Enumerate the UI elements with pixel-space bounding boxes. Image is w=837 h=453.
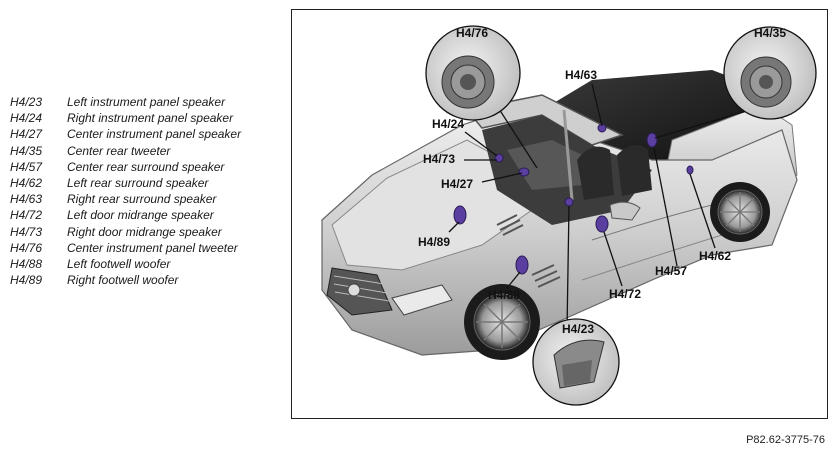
legend-code: H4/88 [10, 256, 43, 271]
legend-code: H4/62 [10, 176, 43, 191]
legend-row: H4/76 Center instrument panel tweeter [10, 240, 241, 256]
legend-desc: Right footwell woofer [67, 273, 179, 288]
legend-row: H4/23 Left instrument panel speaker [10, 94, 241, 110]
speaker-marker-h4-62 [686, 165, 694, 175]
callout-h4-62: H4/62 [699, 249, 731, 263]
callout-h4-27: H4/27 [441, 177, 473, 191]
legend-desc: Center instrument panel tweeter [67, 240, 238, 255]
legend-code: H4/57 [10, 159, 43, 174]
speaker-marker-h4-72 [595, 215, 609, 233]
zoom-bubble-h4-23 [532, 318, 620, 406]
speaker-marker-h4-89 [453, 205, 467, 225]
diagram-frame: H4/76 H4/35 H4/63 H4/24 H4/73 H4/27 H4/8… [291, 9, 828, 419]
legend-desc: Right door midrange speaker [67, 224, 222, 239]
legend-row: H4/27 Center instrument panel speaker [10, 126, 241, 142]
legend-row: H4/88 Left footwell woofer [10, 256, 241, 272]
legend-desc: Left door midrange speaker [67, 208, 214, 223]
zoom-bubble-h4-35 [723, 26, 817, 120]
legend-code: H4/76 [10, 240, 43, 255]
car-illustration [321, 70, 798, 360]
legend-row: H4/35 Center rear tweeter [10, 143, 241, 159]
callout-h4-57: H4/57 [655, 264, 687, 278]
legend-desc: Left rear surround speaker [67, 176, 209, 191]
callout-h4-23: H4/23 [562, 322, 594, 336]
callout-h4-35: H4/35 [754, 26, 786, 40]
legend-desc: Left footwell woofer [67, 256, 171, 271]
legend-code: H4/24 [10, 111, 43, 126]
legend-code: H4/63 [10, 192, 43, 207]
legend-row: H4/63 Right rear surround speaker [10, 191, 241, 207]
legend-desc: Center instrument panel speaker [67, 127, 242, 142]
legend-desc: Left instrument panel speaker [67, 95, 226, 110]
legend-row: H4/62 Left rear surround speaker [10, 175, 241, 191]
legend-code: H4/73 [10, 224, 43, 239]
legend-desc: Right rear surround speaker [67, 192, 217, 207]
legend-row: H4/89 Right footwell woofer [10, 272, 241, 288]
speaker-marker-h4-57 [646, 132, 658, 148]
legend-desc: Center rear surround speaker [67, 159, 225, 174]
legend-desc: Right instrument panel speaker [67, 111, 234, 126]
legend-code: H4/23 [10, 95, 43, 110]
callout-h4-88: H4/88 [488, 288, 520, 302]
figure-reference-code: P82.62-3775-76 [746, 434, 825, 446]
zoom-bubble-h4-76 [425, 25, 521, 121]
legend-code: H4/35 [10, 143, 43, 158]
legend-code: H4/72 [10, 208, 43, 223]
legend-code: H4/89 [10, 273, 43, 288]
legend-code: H4/27 [10, 127, 43, 142]
callout-h4-89: H4/89 [418, 235, 450, 249]
legend-row: H4/24 Right instrument panel speaker [10, 110, 241, 126]
callout-h4-24: H4/24 [432, 117, 464, 131]
legend-row: H4/57 Center rear surround speaker [10, 159, 241, 175]
callout-h4-72: H4/72 [609, 287, 641, 301]
callout-h4-63: H4/63 [565, 68, 597, 82]
callout-h4-73: H4/73 [423, 152, 455, 166]
speaker-marker-h4-88 [515, 255, 529, 275]
speaker-marker-h4-27 [518, 167, 530, 177]
callout-h4-76: H4/76 [456, 26, 488, 40]
legend-row: H4/72 Left door midrange speaker [10, 207, 241, 223]
legend-row: H4/73 Right door midrange speaker [10, 224, 241, 240]
legend-desc: Center rear tweeter [67, 143, 171, 158]
legend: H4/23 Left instrument panel speaker H4/24… [10, 94, 241, 288]
car-speaker-diagram: H4/76 H4/35 H4/63 H4/24 H4/73 H4/27 H4/8… [321, 25, 817, 406]
speaker-marker-h4-23 [564, 197, 574, 207]
